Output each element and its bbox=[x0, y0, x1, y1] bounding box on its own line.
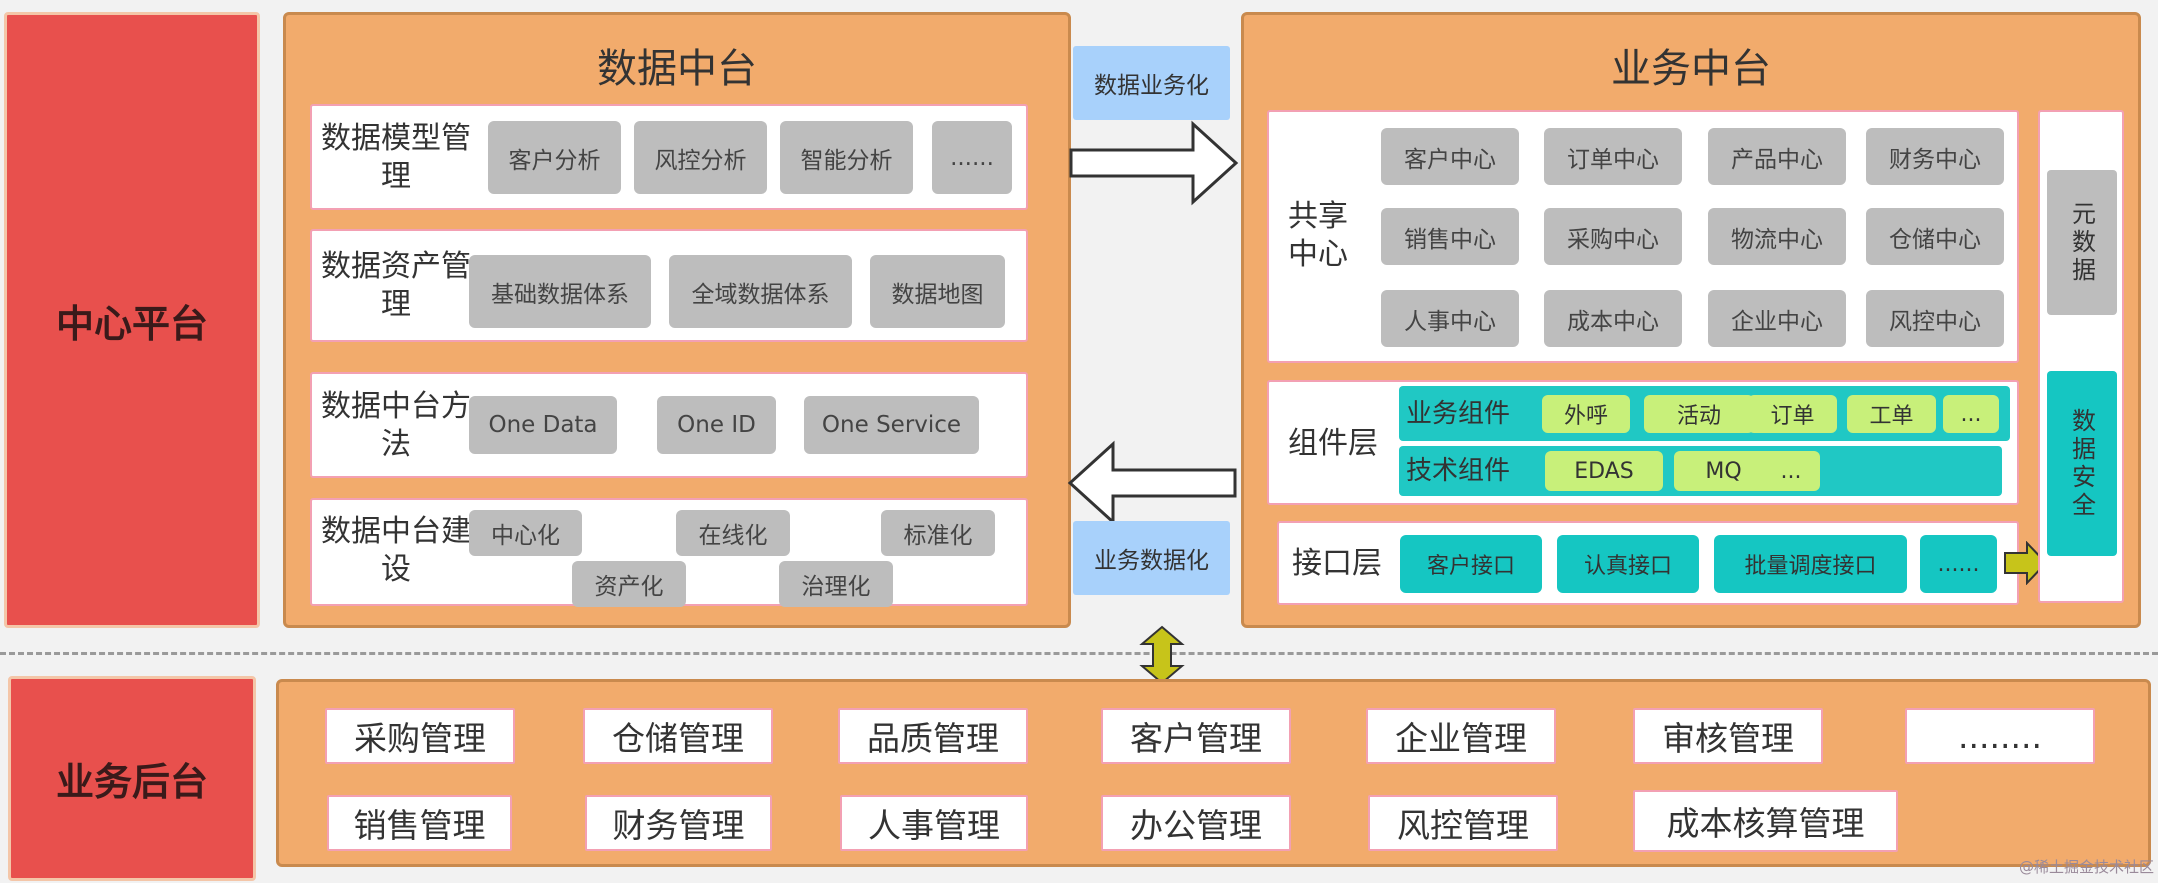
shared-center-item[interactable]: 仓储中心 bbox=[1866, 208, 2004, 265]
data-build-item[interactable]: 资产化 bbox=[572, 561, 686, 607]
data-build-item[interactable]: 治理化 bbox=[779, 561, 893, 607]
backend-item[interactable]: 客户管理 bbox=[1101, 708, 1291, 764]
backend-item[interactable]: 企业管理 bbox=[1366, 708, 1556, 764]
data-build-label: 数据中台建设 bbox=[321, 514, 471, 587]
data-asset-item[interactable]: 基础数据体系 bbox=[469, 255, 651, 328]
backend-item[interactable]: 品质管理 bbox=[838, 708, 1028, 764]
right-arrow-icon bbox=[1069, 120, 1239, 206]
backend-item[interactable]: 成本核算管理 bbox=[1633, 790, 1898, 852]
biz-component-label: 业务组件 bbox=[1406, 399, 1511, 429]
shared-center-item[interactable]: 销售中心 bbox=[1381, 208, 1519, 265]
biz-component-item[interactable]: 工单 bbox=[1847, 395, 1936, 433]
shared-center-item[interactable]: 人事中心 bbox=[1381, 290, 1519, 347]
shared-center-item[interactable]: 企业中心 bbox=[1708, 290, 1846, 347]
interface-item[interactable]: 认真接口 bbox=[1557, 535, 1699, 593]
interface-item[interactable]: 客户接口 bbox=[1400, 535, 1542, 593]
tech-component-item[interactable]: ... bbox=[1762, 451, 1820, 491]
data-model-item[interactable]: 客户分析 bbox=[488, 121, 621, 194]
data-method-item[interactable]: One Service bbox=[804, 396, 979, 454]
data-platform-title: 数据中台 bbox=[597, 46, 757, 92]
backend-item[interactable]: 审核管理 bbox=[1633, 708, 1823, 764]
left-arrow-icon bbox=[1067, 440, 1237, 526]
shared-center-item[interactable]: 采购中心 bbox=[1544, 208, 1682, 265]
center-platform-text: 中心平台 bbox=[55, 301, 208, 346]
tech-component-item[interactable]: EDAS bbox=[1545, 451, 1663, 491]
backend-item[interactable]: 人事管理 bbox=[840, 795, 1028, 851]
data-model-item[interactable]: 风控分析 bbox=[634, 121, 767, 194]
shared-center-item[interactable]: 客户中心 bbox=[1381, 128, 1519, 185]
interface-item[interactable]: 批量调度接口 bbox=[1714, 535, 1907, 593]
data-build-item[interactable]: 在线化 bbox=[676, 510, 790, 556]
biz-component-item[interactable]: ... bbox=[1943, 395, 1999, 433]
watermark: @稀土掘金技术社区 bbox=[2018, 858, 2154, 876]
center-platform-label: 中心平台 bbox=[4, 12, 260, 628]
data-asset-label: 数据资产管理 bbox=[321, 249, 471, 322]
shared-center-item[interactable]: 产品中心 bbox=[1708, 128, 1846, 185]
shared-center-item[interactable]: 财务中心 bbox=[1866, 128, 2004, 185]
metadata-box[interactable]: 元数据 bbox=[2047, 170, 2117, 315]
interface-item[interactable]: ...... bbox=[1920, 535, 1997, 593]
up-down-arrow-icon bbox=[1139, 625, 1185, 685]
backend-item[interactable]: 风控管理 bbox=[1368, 795, 1558, 851]
data-to-business-label: 数据业务化 bbox=[1073, 46, 1230, 120]
backend-item[interactable]: 办公管理 bbox=[1101, 795, 1291, 851]
shared-center-item[interactable]: 订单中心 bbox=[1544, 128, 1682, 185]
business-backend-label: 业务后台 bbox=[8, 676, 256, 881]
data-asset-item[interactable]: 全域数据体系 bbox=[669, 255, 852, 328]
biz-component-item[interactable]: 订单 bbox=[1748, 395, 1837, 433]
data-model-item[interactable]: 智能分析 bbox=[780, 121, 913, 194]
data-method-item[interactable]: One Data bbox=[469, 396, 617, 454]
data-security-box[interactable]: 数据安全 bbox=[2047, 371, 2117, 556]
data-asset-item[interactable]: 数据地图 bbox=[870, 255, 1005, 328]
biz-component-item[interactable]: 活动 bbox=[1644, 395, 1754, 433]
backend-item[interactable]: 仓储管理 bbox=[583, 708, 773, 764]
shared-center-item[interactable]: 风控中心 bbox=[1866, 290, 2004, 347]
shared-center-item[interactable]: 物流中心 bbox=[1708, 208, 1846, 265]
data-model-label: 数据模型管理 bbox=[321, 121, 471, 194]
shared-center-item[interactable]: 成本中心 bbox=[1544, 290, 1682, 347]
backend-item[interactable]: 采购管理 bbox=[325, 708, 515, 764]
component-layer-label: 组件层 bbox=[1288, 426, 1378, 461]
backend-item[interactable]: ........ bbox=[1905, 708, 2095, 764]
data-method-label: 数据中台方法 bbox=[321, 389, 471, 462]
biz-component-item[interactable]: 外呼 bbox=[1542, 395, 1630, 433]
business-platform-title: 业务中台 bbox=[1611, 46, 1771, 92]
data-build-item[interactable]: 中心化 bbox=[469, 510, 582, 556]
data-build-item[interactable]: 标准化 bbox=[881, 510, 995, 556]
shared-center-label: 共享中心 bbox=[1288, 199, 1348, 272]
business-to-data-label: 业务数据化 bbox=[1073, 521, 1230, 595]
section-divider bbox=[0, 652, 2158, 655]
backend-item[interactable]: 财务管理 bbox=[585, 795, 772, 851]
backend-item[interactable]: 销售管理 bbox=[327, 795, 512, 851]
small-right-arrow-icon bbox=[2004, 541, 2048, 585]
data-model-item[interactable]: ...... bbox=[932, 121, 1012, 194]
tech-component-label: 技术组件 bbox=[1406, 456, 1511, 486]
interface-layer-label: 接口层 bbox=[1292, 546, 1382, 581]
business-backend-text: 业务后台 bbox=[55, 760, 208, 804]
data-method-item[interactable]: One ID bbox=[657, 396, 776, 454]
tech-component-item[interactable]: MQ bbox=[1674, 451, 1773, 491]
